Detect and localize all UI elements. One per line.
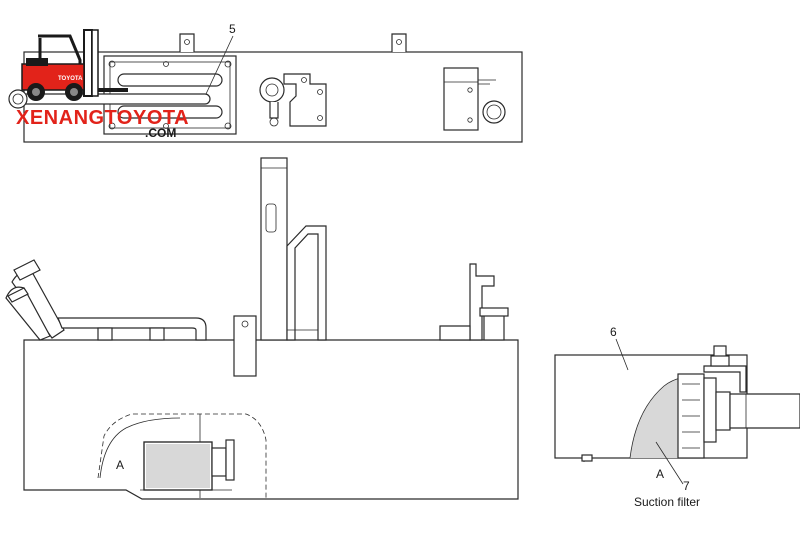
breather-cap xyxy=(259,77,285,103)
section-label-a-detail: A xyxy=(656,467,664,481)
suction-hose-lower xyxy=(5,286,51,341)
top-view: 5 xyxy=(8,22,523,143)
return-port xyxy=(482,100,506,124)
return-pipe xyxy=(57,317,207,341)
forklift-badge-text: TOYOTA xyxy=(58,76,83,82)
callout-7: 7 xyxy=(683,479,690,493)
detail-suction-hose xyxy=(729,393,800,429)
suction-filter-detail: 6 7 A Suction filter xyxy=(554,325,800,509)
level-gauge-column xyxy=(260,157,288,341)
callout-5: 5 xyxy=(229,22,236,36)
mounting-tab-right xyxy=(391,33,407,52)
section-label-a-tank: A xyxy=(116,458,124,472)
side-view: A xyxy=(5,157,519,500)
mounting-bracket xyxy=(286,225,327,341)
return-filter-box xyxy=(443,67,479,131)
watermark-logo: TOYOTA XENANGTOYOTA .COM xyxy=(16,29,189,140)
watermark-brand-text: XENANGTOYOTA xyxy=(16,107,189,129)
watermark-domain-text: .COM xyxy=(145,126,176,140)
mounting-tab-left xyxy=(179,33,195,52)
detail-caption: Suction filter xyxy=(634,495,700,509)
callout-6: 6 xyxy=(610,325,617,339)
